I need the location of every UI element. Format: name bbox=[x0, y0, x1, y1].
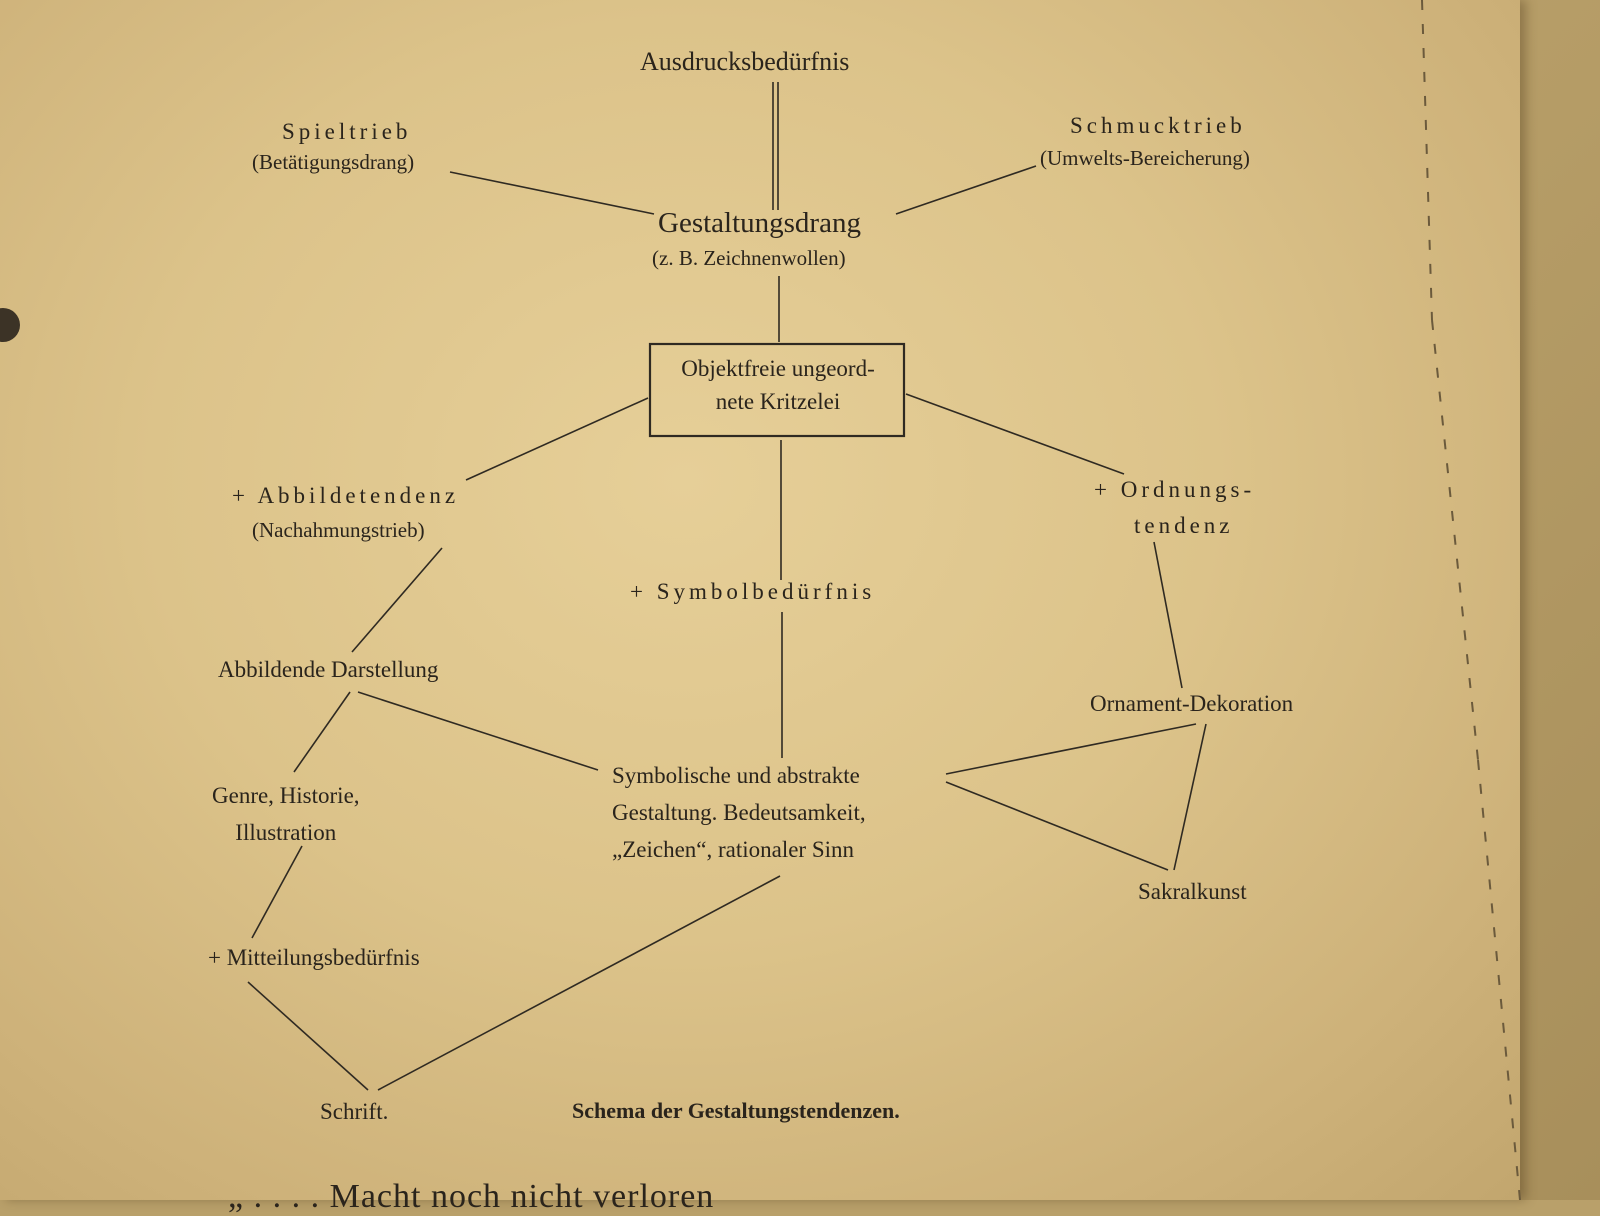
punch-hole bbox=[0, 308, 20, 342]
edge-symbolische-sakral bbox=[945, 781, 1169, 871]
node-gestaltungsdrang-sub: (z. B. Zeichnenwollen) bbox=[652, 246, 846, 270]
edge-ornament-symbolische bbox=[945, 723, 1197, 775]
node-ornament-dekoration: Ornament-Dekoration bbox=[1090, 691, 1294, 716]
node-sakralkunst: Sakralkunst bbox=[1138, 879, 1247, 904]
kritzelei-box-label: Objektfreie ungeord- nete Kritzelei bbox=[652, 352, 904, 419]
node-schmucktrieb: Schmucktrieb bbox=[1070, 113, 1246, 138]
edge-darstellung-symbolische bbox=[357, 691, 599, 771]
edge-schmucktrieb-gestaltung bbox=[895, 165, 1037, 215]
edge-ornament-sakral bbox=[1173, 723, 1207, 871]
genre-line2: Illustration bbox=[235, 819, 337, 845]
edge-ordnung-ornament bbox=[1153, 541, 1183, 689]
edge-kritzelei-abbilde bbox=[465, 397, 649, 481]
symbolische-line3: „Zeichen“, rationaler Sinn bbox=[612, 836, 855, 862]
edge-genre-mitteilung bbox=[251, 845, 303, 939]
edge-kritzelei-ordnung bbox=[905, 393, 1125, 475]
cut-off-body-text: „ . . . . Macht noch nicht verloren bbox=[228, 1178, 715, 1215]
edge-symbolische-schrift bbox=[377, 875, 781, 1091]
symbolische-line2: Gestaltung. Bedeutsamkeit, bbox=[612, 799, 866, 825]
kritzelei-line1: Objektfreie ungeord- bbox=[681, 356, 875, 381]
node-symbolbeduerfnis: + Symbolbedürfnis bbox=[630, 579, 876, 604]
genre-line1: Genre, Historie, bbox=[212, 783, 360, 808]
edge-abbilde-darstellung bbox=[351, 547, 443, 653]
node-genre-historie: Genre, Historie, Illustration bbox=[212, 778, 360, 852]
node-abbildetendenz-sub: (Nachahmungstrieb) bbox=[252, 518, 425, 542]
edge-darstellung-genre bbox=[293, 691, 351, 773]
node-gestaltungsdrang: Gestaltungsdrang bbox=[658, 207, 861, 239]
kritzelei-line2: nete Kritzelei bbox=[715, 389, 841, 415]
symbolische-line1: Symbolische und abstrakte bbox=[612, 763, 860, 788]
diagram-caption: Schema der Gestaltungstendenzen. bbox=[572, 1098, 900, 1123]
paper-page bbox=[0, 0, 1520, 1200]
node-abbildende-darstellung: Abbildende Darstellung bbox=[218, 657, 439, 682]
edge-mitteilung-schrift bbox=[247, 981, 369, 1091]
node-schmucktrieb-sub: (Umwelts-Bereicherung) bbox=[1040, 146, 1250, 170]
node-mitteilungsbeduerfnis: + Mitteilungsbedürfnis bbox=[208, 945, 420, 970]
node-ordnungstendenz-line1: + Ordnungs- bbox=[1094, 477, 1256, 502]
node-spieltrieb: Spieltrieb bbox=[282, 119, 412, 144]
node-ordnungstendenz-line2: tendenz bbox=[1134, 513, 1234, 538]
node-spieltrieb-sub: (Betätigungsdrang) bbox=[252, 150, 415, 174]
node-ausdrucksbeduerfnis: Ausdrucksbedürfnis bbox=[640, 47, 850, 76]
node-abbildetendenz: + Abbildetendenz bbox=[232, 483, 460, 508]
node-symbolische-gestaltung: Symbolische und abstrakte Gestaltung. Be… bbox=[612, 758, 866, 868]
edge-spieltrieb-gestaltung bbox=[449, 171, 655, 215]
kritzelei-box bbox=[648, 342, 906, 438]
node-schrift: Schrift. bbox=[320, 1099, 389, 1124]
